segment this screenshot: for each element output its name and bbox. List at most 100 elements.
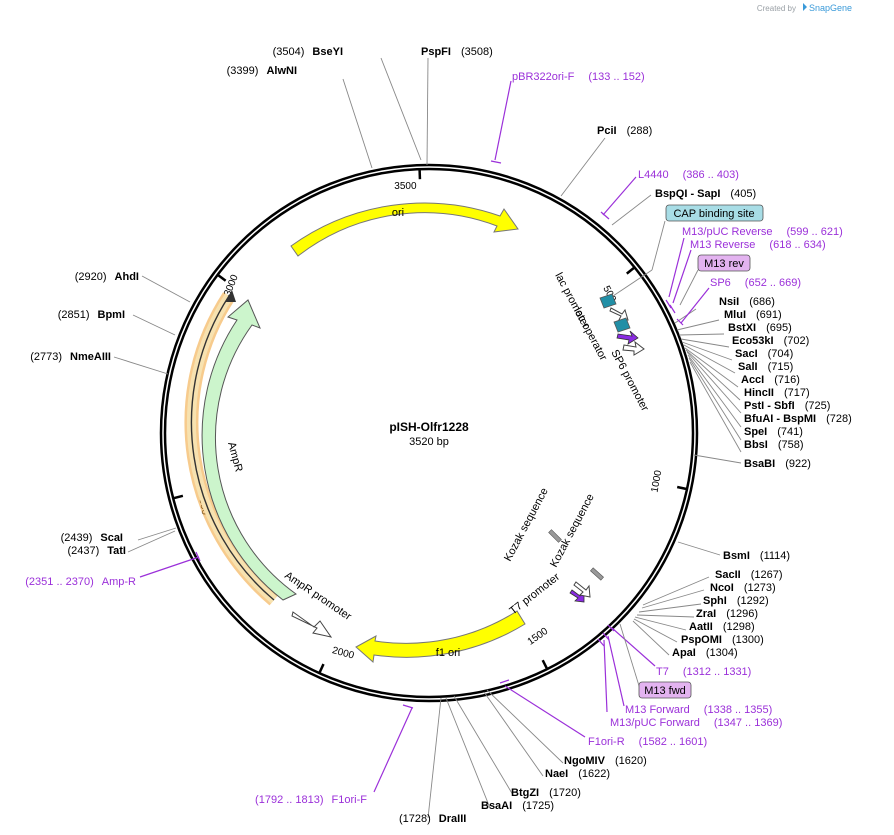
primer-pbr322ori-f[interactable]: pBR322ori-F(133 .. 152) — [512, 71, 645, 83]
enzyme-bfuai[interactable]: BfuAI - BspMI(728) — [744, 413, 852, 425]
enzyme-bseyi[interactable]: (3504)BseYI — [273, 46, 343, 58]
enzyme-zrai[interactable]: ZraI(1296) — [696, 608, 758, 620]
enzyme-pcii[interactable]: PciI(288) — [597, 125, 652, 137]
enzyme-name: AccI — [741, 374, 764, 386]
enzyme-name: HincII — [744, 387, 774, 399]
primer-f1ori-r[interactable]: F1ori-R(1582 .. 1601) — [588, 736, 707, 748]
enzyme-bspqi[interactable]: BspQI - SapI(405) — [655, 188, 756, 200]
feature-ampr[interactable]: AmpR — [201, 299, 297, 601]
enzyme-position: (728) — [826, 413, 852, 425]
enzyme-position: (1292) — [737, 595, 769, 607]
enzyme-name: SalI — [738, 361, 758, 373]
feature-ori[interactable]: ori — [290, 202, 519, 257]
enzyme-position: (1622) — [578, 768, 610, 780]
enzyme-mlui[interactable]: MluI(691) — [724, 309, 782, 321]
tick-mark-3000 — [217, 274, 227, 282]
enzyme-name: BfuAI — [744, 413, 773, 425]
enzyme-ahdi[interactable]: (2920) AhdI — [75, 271, 139, 283]
enzyme-bsmi[interactable]: BsmI(1114) — [723, 550, 790, 562]
tick-mark-1500 — [541, 659, 548, 669]
enzyme-ncoi[interactable]: NcoI(1273) — [710, 582, 776, 594]
enzyme-saci[interactable]: SacI(704) — [735, 348, 793, 360]
m13fwd-leader — [619, 623, 641, 690]
enzyme-sacii[interactable]: SacII (1267) — [715, 569, 782, 581]
m13-rev-label: M13 rev — [704, 258, 744, 270]
enzyme-apai[interactable]: ApaI(1304) — [672, 647, 738, 659]
enzyme-sali[interactable]: SalI(715) — [738, 361, 793, 373]
enzyme-position: (2920) — [75, 271, 107, 283]
enzyme-sphi[interactable]: SphI(1292) — [703, 595, 769, 607]
enzyme-acci[interactable]: AccI(716) — [741, 374, 800, 386]
snapgene-brand: SnapGene — [809, 3, 852, 13]
primer-t7[interactable]: T7(1312 .. 1331) — [656, 666, 751, 678]
enzyme-name: ApaI — [672, 647, 696, 659]
enzyme-name: NgoMIV — [564, 755, 606, 767]
enzyme-aatii[interactable]: AatII(1298) — [689, 621, 755, 633]
enzyme-hincii[interactable]: HincII(717) — [744, 387, 810, 399]
feature-sp6-promoter[interactable]: SP6 promoter — [608, 330, 651, 414]
enzyme-bstxi[interactable]: BstXI(695) — [728, 322, 792, 334]
enzyme-btgzi[interactable]: BtgZI(1720) — [511, 787, 581, 799]
enzyme-position: (1300) — [732, 634, 764, 646]
enzyme-position: (691) — [756, 309, 782, 321]
primer-f1ori-f[interactable]: (1792 .. 1813)F1ori-F — [255, 794, 367, 806]
enzyme-name: AhdI — [115, 271, 139, 283]
enzyme-spei[interactable]: SpeI(741) — [744, 426, 803, 438]
enzyme-draiii[interactable]: (1728) DraIII — [399, 813, 466, 825]
primer-range: (599 .. 621) — [786, 226, 842, 238]
enzyme-name: SacII — [715, 569, 741, 581]
enzyme-pspfi[interactable]: PspFI(3508) — [421, 46, 493, 58]
enzyme-bsabi[interactable]: BsaBI(922) — [744, 458, 811, 470]
enzyme-name: SpeI — [744, 426, 767, 438]
enzyme-alwni[interactable]: (3399)AlwNI — [227, 65, 297, 77]
m13-fwd-box[interactable]: M13 fwd — [638, 681, 692, 699]
enzyme-bbsi[interactable]: BbsI(758) — [744, 439, 804, 451]
primer-name: M13/pUC Reverse — [682, 226, 772, 238]
ampr-arrowhead — [225, 290, 236, 302]
enzyme-nsii[interactable]: NsiI(686) — [719, 296, 775, 308]
enzyme-position: (922) — [785, 458, 811, 470]
enzyme-name: BbsI — [744, 439, 768, 451]
enzyme-name: BseYI — [312, 46, 343, 58]
primer-m13-reverse[interactable]: M13 Reverse(618 .. 634) — [690, 239, 826, 251]
enzyme-scai[interactable]: (2439)ScaI — [61, 532, 123, 544]
enzyme-position: (2437) — [67, 545, 99, 557]
primer-name: T7 — [656, 666, 669, 678]
primer-range: (1582 .. 1601) — [639, 736, 708, 748]
enzyme-bpmi[interactable]: (2851)BpmI — [58, 309, 125, 321]
m13-rev-box[interactable]: M13 rev — [697, 254, 751, 272]
kozak-label-2: Kozak sequence — [548, 492, 597, 569]
enzyme-position: (2851) — [58, 309, 90, 321]
enzyme-name: DraIII — [439, 813, 467, 825]
feature-cap-binding-site[interactable] — [599, 293, 617, 309]
primer-range: (2351 .. 2370) — [25, 576, 94, 588]
cap-binding-site-box[interactable]: CAP binding site — [665, 204, 764, 222]
primer-name: L4440 — [638, 169, 669, 181]
enzyme-bsaai[interactable]: BsaAI(1725) — [481, 800, 554, 812]
feature-f1-ori[interactable]: f1 ori — [355, 610, 526, 663]
enzyme-nmeaiii[interactable]: (2773)NmeAIII — [30, 351, 111, 363]
enzyme-eco53ki[interactable]: Eco53kI(702) — [732, 335, 809, 347]
primer-name: M13 Forward — [625, 704, 690, 716]
enzyme-position: (1267) — [751, 569, 783, 581]
enzyme-name: BsaAI — [481, 800, 512, 812]
feature-ampr-promoter[interactable]: AmpR promoter — [282, 570, 354, 638]
enzyme-tati[interactable]: (2437)TatI — [67, 545, 126, 557]
enzyme-naei[interactable]: NaeI(1622) — [545, 768, 610, 780]
primer-m13-puc-forward[interactable]: M13/pUC Forward(1347 .. 1369) — [610, 717, 782, 729]
enzyme-name: BsmI — [723, 550, 750, 562]
primer-l4440[interactable]: L4440(386 .. 403) — [638, 169, 739, 181]
m13-fwd-label: M13 fwd — [644, 685, 686, 697]
enzyme-name: ScaI — [100, 532, 123, 544]
enzyme-pspomi[interactable]: PspOMI(1300) — [681, 634, 764, 646]
feature-kozak-1[interactable]: Kozak sequence — [502, 486, 562, 563]
enzyme-name: BspQI — [655, 188, 687, 200]
enzyme-ngomiv[interactable]: NgoMIV(1620) — [564, 755, 647, 767]
primer-m13-puc-reverse[interactable]: M13/pUC Reverse (599 .. 621) — [682, 226, 843, 238]
feature-t7-promoter[interactable]: T7 promoter — [507, 571, 591, 618]
primer-amp-r[interactable]: (2351 .. 2370)Amp-R — [25, 576, 136, 588]
primer-m13-forward[interactable]: M13 Forward(1338 .. 1355) — [625, 704, 772, 716]
primer-sp6[interactable]: SP6(652 .. 669) — [710, 277, 801, 289]
enzyme-psti[interactable]: PstI - SbfI(725) — [744, 400, 830, 412]
enzyme-position: (1728) — [399, 813, 431, 825]
